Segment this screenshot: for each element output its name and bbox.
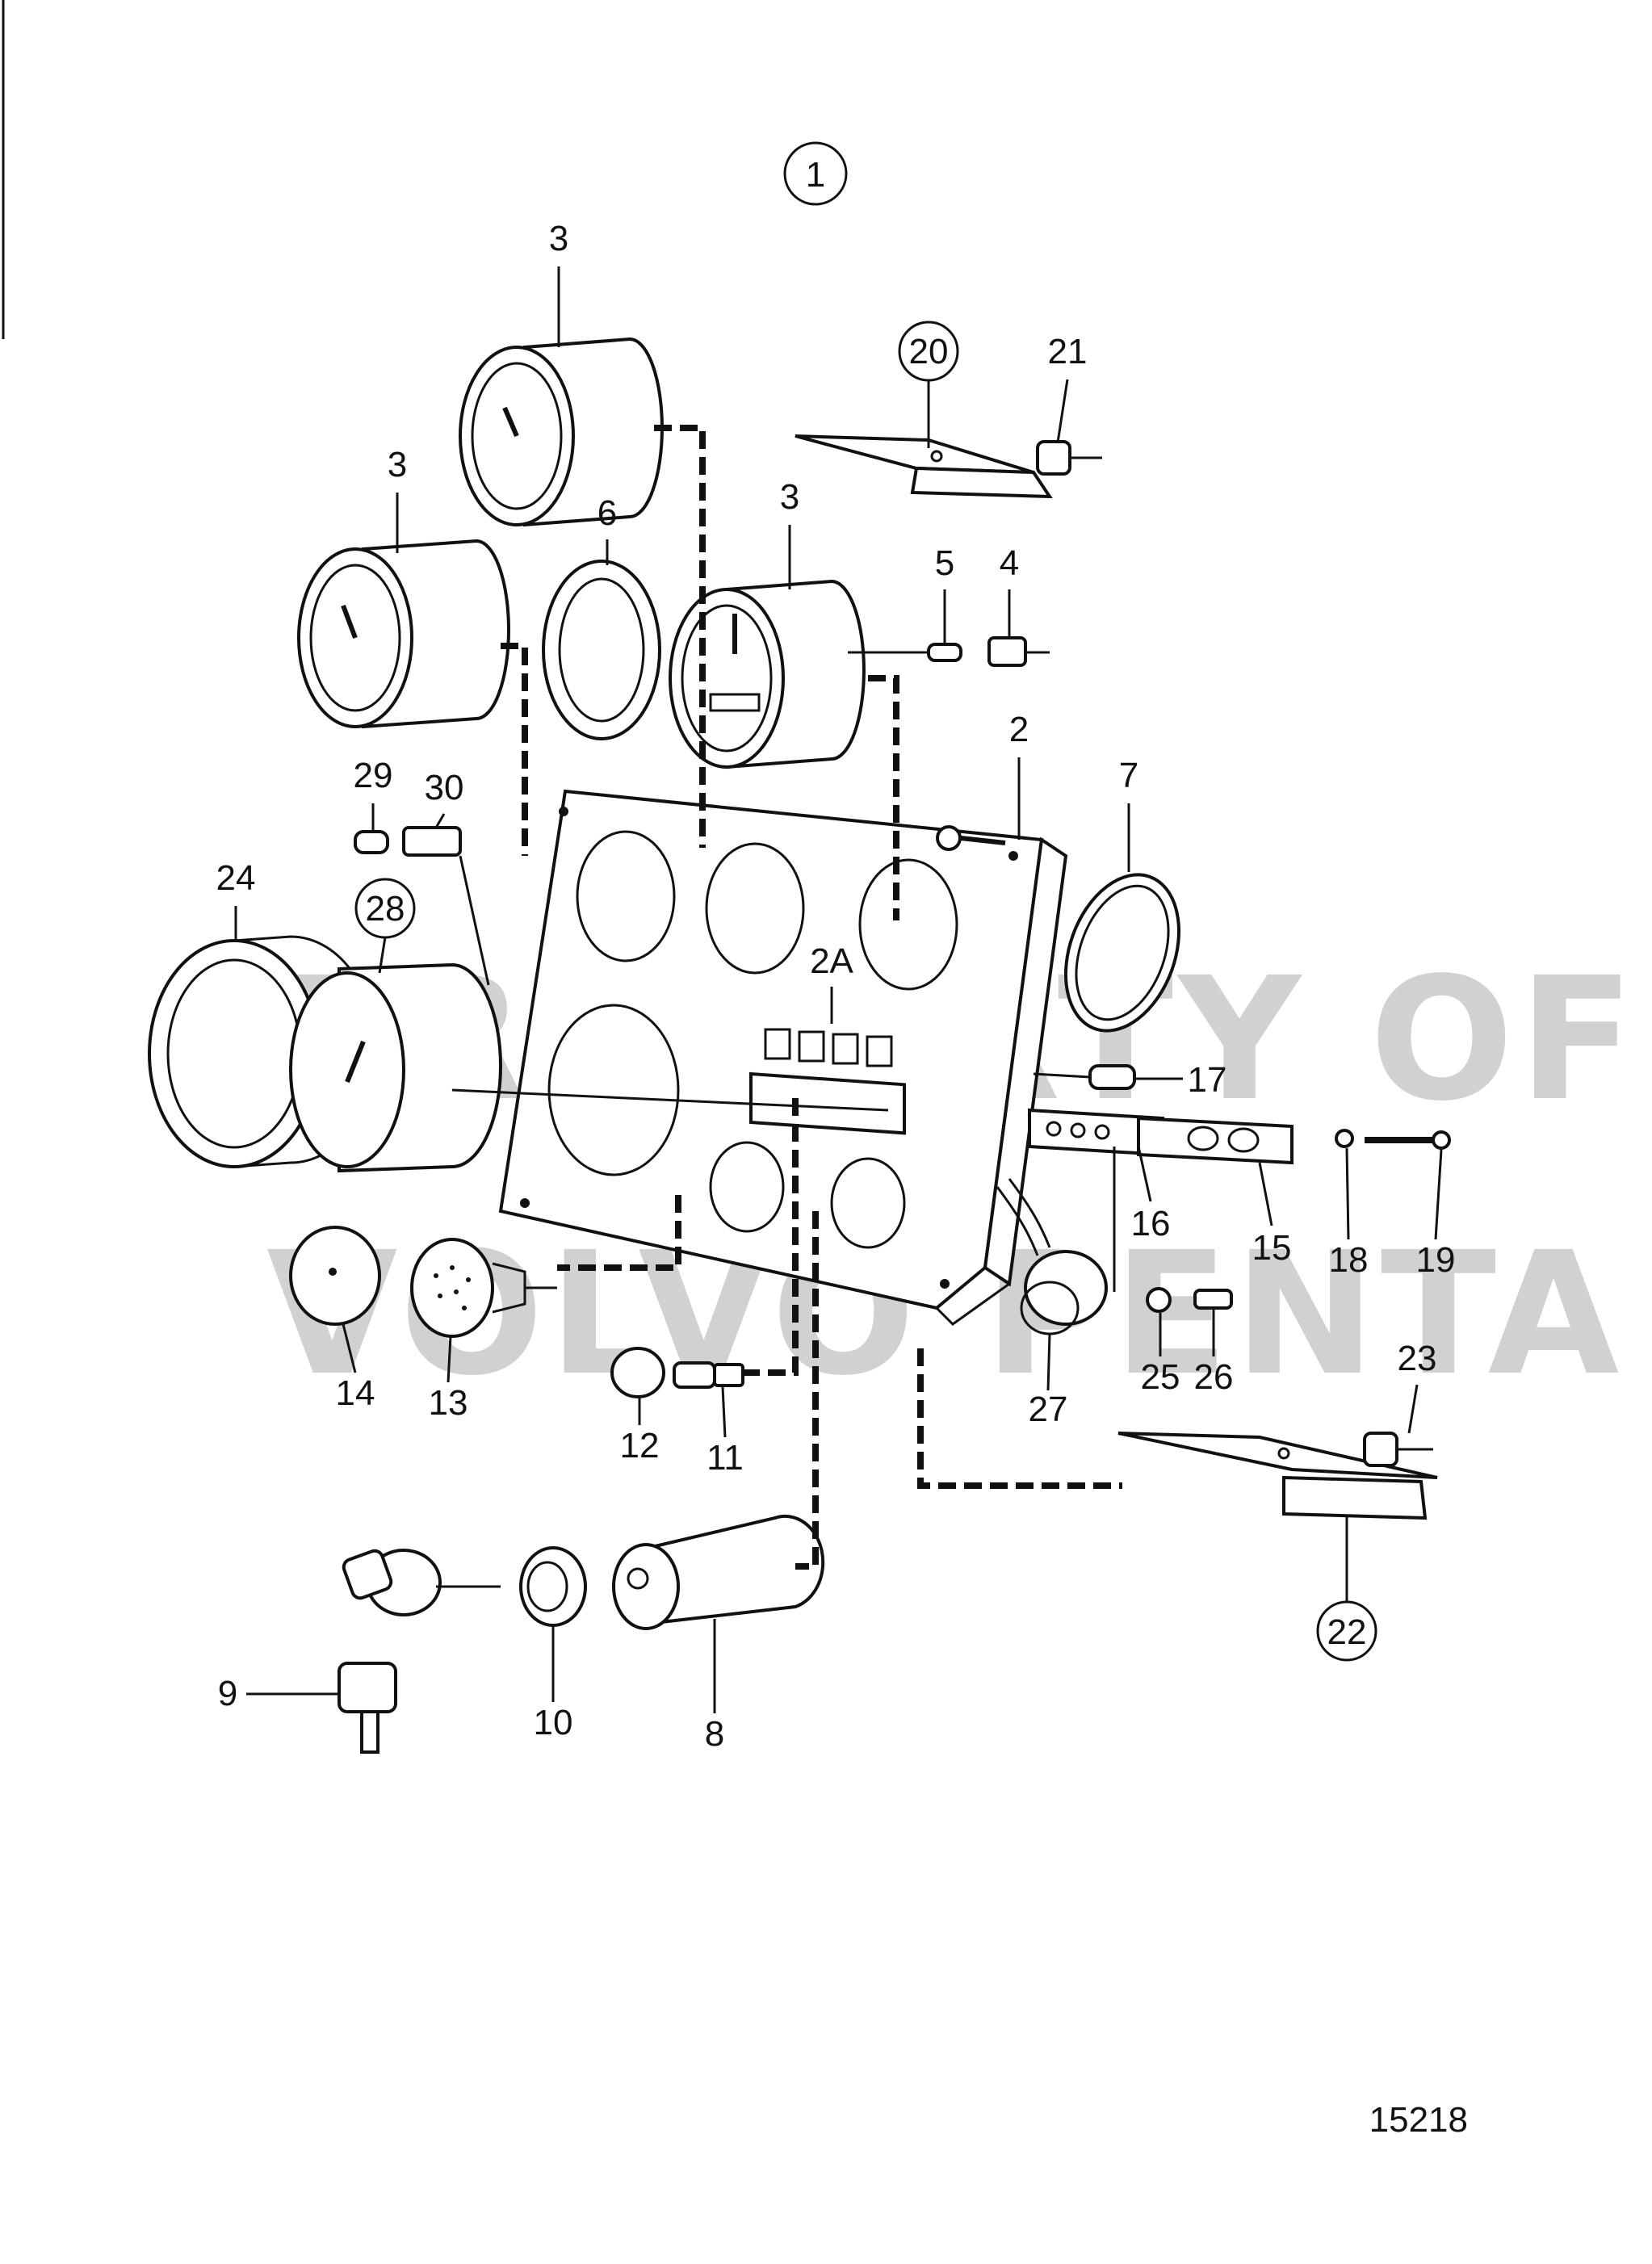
callout-21: 21 xyxy=(1048,332,1088,371)
push-switch xyxy=(673,1361,744,1389)
callout-3-top: 3 xyxy=(549,219,568,258)
callout-13: 13 xyxy=(429,1383,468,1423)
group-number-badge: 1 xyxy=(783,141,848,206)
callouts: 3 3 3 6 20 21 5 4 2 7 29 30 xyxy=(216,219,1456,1754)
lamp-bulb xyxy=(1033,1064,1136,1090)
mounting-bracket-bottom xyxy=(1117,1432,1438,1520)
instrument-panel xyxy=(498,789,1068,1326)
sealing-ring xyxy=(1063,873,1181,1033)
callout-2a: 2A xyxy=(810,941,853,981)
buzzer-cover xyxy=(289,1226,381,1326)
callout-24: 24 xyxy=(216,858,256,898)
callout-25: 25 xyxy=(1141,1357,1180,1397)
callout-18: 18 xyxy=(1329,1240,1369,1280)
callout-26: 26 xyxy=(1194,1357,1234,1397)
tachometer xyxy=(289,962,502,1173)
callout-3-left: 3 xyxy=(388,445,407,484)
callout-8: 8 xyxy=(705,1714,724,1754)
terminal-strip xyxy=(1028,1108,1451,1165)
callout-3-right: 3 xyxy=(780,477,799,517)
callout-23: 23 xyxy=(1398,1339,1437,1378)
callout-2: 2 xyxy=(1009,710,1029,749)
ignition-keys xyxy=(338,1549,501,1754)
bulb-and-holder xyxy=(354,826,490,986)
callout-5: 5 xyxy=(935,543,954,583)
group-number: 1 xyxy=(806,155,825,195)
callout-28: 28 xyxy=(366,889,405,929)
panel-hole-2 xyxy=(705,842,805,975)
callout-30: 30 xyxy=(425,768,464,807)
callout-12: 12 xyxy=(620,1426,660,1465)
callout-11: 11 xyxy=(707,1438,744,1478)
panel-hole-4 xyxy=(547,1004,680,1176)
gauge-right xyxy=(669,579,866,769)
callout-6: 6 xyxy=(597,493,617,533)
switch-cap xyxy=(610,1347,665,1398)
panel-hole-6 xyxy=(830,1157,906,1249)
callout-20: 20 xyxy=(909,332,949,371)
callout-10: 10 xyxy=(534,1703,573,1742)
callout-14: 14 xyxy=(336,1373,375,1413)
assembly-lines xyxy=(451,425,1122,1570)
figure-number: 15218 xyxy=(1369,2100,1468,2140)
callout-4: 4 xyxy=(1000,543,1019,583)
washer-and-screw xyxy=(1146,1287,1233,1313)
gauge-left xyxy=(297,539,510,729)
callout-27: 27 xyxy=(1029,1390,1068,1429)
panel-hole-3 xyxy=(858,858,958,991)
tachometer-bezel xyxy=(148,935,377,1168)
panel-hole-5 xyxy=(709,1141,785,1233)
callout-29: 29 xyxy=(354,756,393,795)
switch-nut xyxy=(519,1546,587,1627)
callout-16: 16 xyxy=(1131,1204,1171,1243)
ignition-switch xyxy=(612,1515,825,1630)
callout-19: 19 xyxy=(1416,1240,1456,1280)
buzzer xyxy=(410,1238,557,1338)
warning-lamp-strip xyxy=(749,1028,906,1135)
gauge-light-bulb xyxy=(848,636,1050,667)
callout-9: 9 xyxy=(218,1674,237,1713)
callout-22: 22 xyxy=(1327,1612,1367,1652)
bezel-ring xyxy=(542,560,661,740)
callout-17: 17 xyxy=(1188,1060,1227,1100)
callout-7: 7 xyxy=(1119,756,1138,795)
panel-hole-1 xyxy=(576,830,676,962)
callout-15: 15 xyxy=(1252,1228,1292,1268)
panel-screw xyxy=(936,825,1006,851)
connector-plug xyxy=(996,1178,1108,1335)
gauge-top xyxy=(459,337,664,527)
mounting-bracket-top xyxy=(795,434,1102,499)
